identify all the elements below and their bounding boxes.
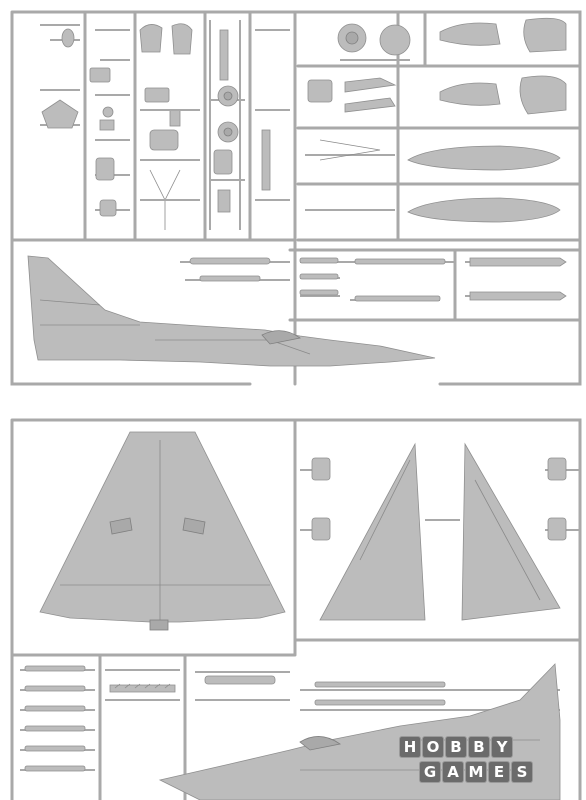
intake-cones: [337, 23, 411, 61]
watermark-letter: H: [400, 737, 420, 757]
vertical-fins: [300, 442, 580, 621]
wheels-and-struts: [209, 20, 290, 230]
watermark-letter: S: [512, 762, 532, 782]
missiles-rack-lower: [20, 665, 560, 772]
small-parts-cluster-b: [139, 23, 200, 230]
watermark-letter: B: [469, 737, 489, 757]
small-parts-cluster-c: [305, 77, 397, 211]
watermark-letter: B: [446, 737, 466, 757]
upper-sprue: [10, 10, 582, 386]
delta-wing: [39, 431, 286, 631]
watermark-letter: A: [443, 762, 463, 782]
watermark-line-2: G A M E S: [420, 762, 532, 782]
watermark-line-1: H O B B Y: [400, 737, 512, 757]
watermark-letter: E: [489, 762, 509, 782]
watermark-letter: O: [423, 737, 443, 757]
watermark-letter: M: [466, 762, 486, 782]
missiles-rack-upper: [180, 257, 567, 302]
lower-sprue: [10, 418, 582, 800]
small-parts-cluster-a: [40, 24, 130, 217]
watermark-letter: Y: [492, 737, 512, 757]
fuselage-half-upper: [27, 255, 436, 367]
engine-intakes: [439, 17, 567, 115]
watermark-letter: G: [420, 762, 440, 782]
drop-tanks: [407, 145, 561, 223]
